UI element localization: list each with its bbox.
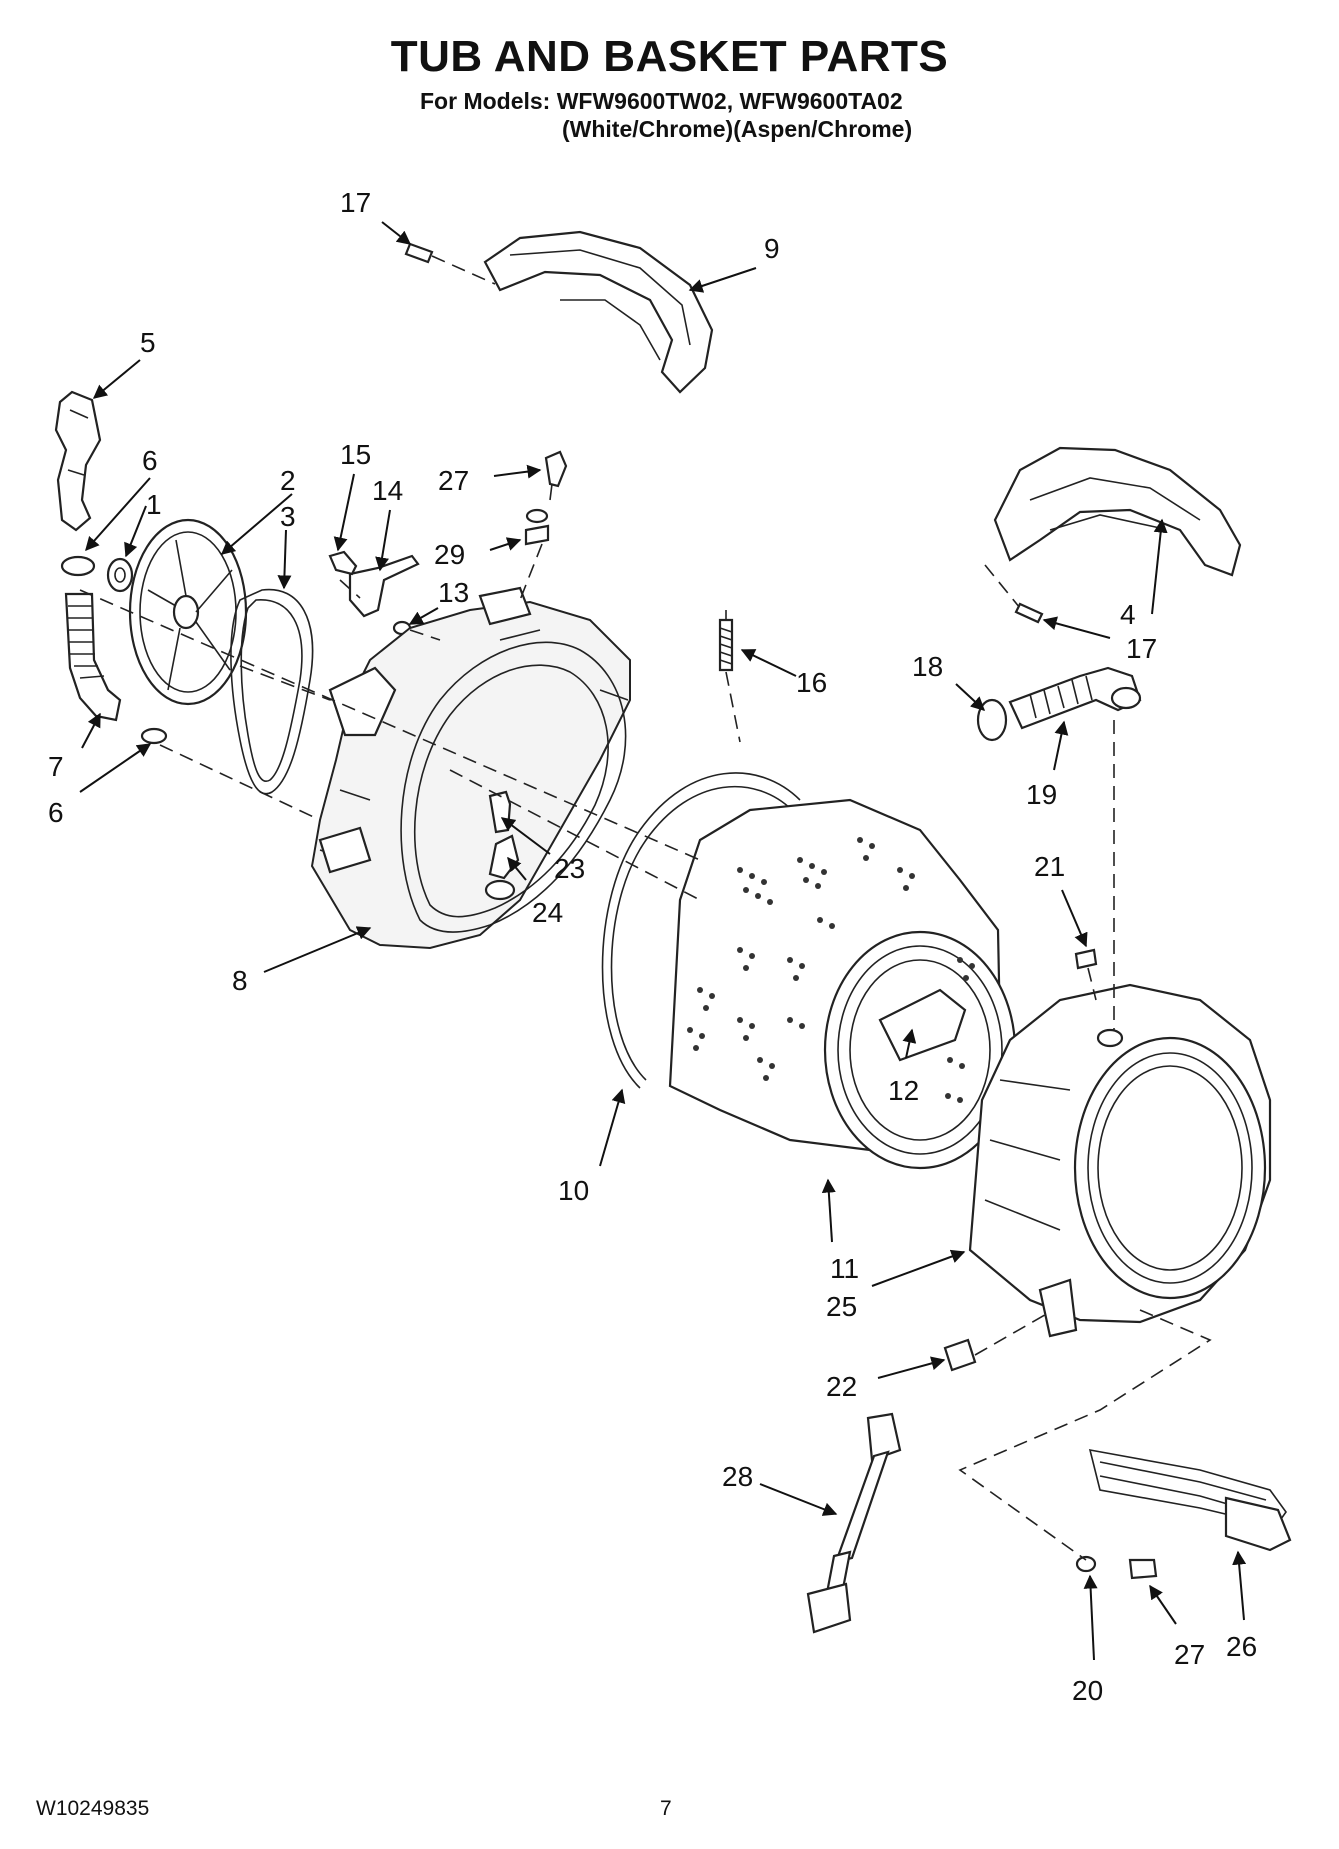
drive-belt-3 (230, 588, 314, 795)
callout-22: 22 (826, 1371, 857, 1402)
leader-arrows (79, 221, 1247, 1661)
callout-23: 23 (554, 853, 585, 884)
callout-18: 18 (912, 651, 943, 682)
gasket-22 (943, 1338, 977, 1372)
centerline-bracket (339, 579, 441, 641)
screw-17-right (984, 564, 1044, 624)
seal-ring-10 (601, 772, 801, 1089)
callout-27b: 27 (1174, 1639, 1205, 1670)
shock-absorber-28 (806, 1412, 902, 1634)
screw-15 (328, 550, 358, 576)
document-number: W10249835 (36, 1797, 150, 1820)
centerline-gasket (974, 1311, 1051, 1356)
bolt-27-top (544, 450, 568, 501)
centerline-belt (239, 665, 331, 701)
callout-5: 5 (140, 327, 156, 358)
callout-24: 24 (532, 897, 563, 928)
pulley-nut-1 (106, 557, 134, 593)
colors-line: (White/Chrome)(Aspen/Chrome) (562, 116, 913, 142)
centerline-clip (1087, 967, 1097, 1001)
centerline-grommet (519, 543, 543, 601)
callout-28: 28 (722, 1461, 753, 1492)
spring-16 (718, 610, 741, 743)
callout-11: 11 (830, 1253, 859, 1284)
rear-tub-8 (310, 586, 631, 950)
callout-7: 7 (48, 751, 64, 782)
clamp-6-upper (60, 555, 96, 577)
heater-26 (1088, 1448, 1292, 1552)
callout-25: 25 (826, 1291, 857, 1322)
clamp-6-lower (140, 727, 168, 745)
callout-14: 14 (372, 475, 403, 506)
models-line: For Models: WFW9600TW02, WFW9600TA02 (420, 88, 903, 114)
clamp-18 (976, 698, 1008, 742)
callout-8: 8 (232, 965, 248, 996)
callout-13: 13 (438, 577, 469, 608)
screw-17-top (404, 242, 496, 285)
basket-11 (668, 798, 1017, 1170)
callout-26: 26 (1226, 1631, 1257, 1662)
counterweight-right (993, 446, 1242, 577)
callout-9: 9 (764, 233, 780, 264)
callout-27a: 27 (438, 465, 469, 496)
callout-labels: 17 9 5 6 1 2 3 15 14 13 27 29 16 17 4 18… (48, 187, 1257, 1706)
callout-6b: 6 (48, 797, 64, 828)
front-tub-25 (968, 983, 1272, 1338)
callout-1: 1 (146, 489, 162, 520)
callout-12: 12 (888, 1075, 919, 1106)
page-number: 7 (660, 1797, 672, 1820)
centerline-heater (958, 1309, 1212, 1561)
clip-21 (1074, 948, 1098, 970)
callout-2: 2 (280, 465, 296, 496)
hose-bracket (54, 390, 102, 532)
callout-19: 19 (1026, 779, 1057, 810)
callout-17b: 17 (1126, 633, 1157, 664)
callout-17a: 17 (340, 187, 371, 218)
bracket-14 (348, 554, 420, 618)
centerline-clamp (159, 744, 321, 821)
bolt-27-bottom (1128, 1558, 1158, 1580)
callout-15: 15 (340, 439, 371, 470)
centerline-shaft (449, 769, 701, 901)
hose-19 (1008, 666, 1142, 730)
grommet-29 (524, 508, 550, 546)
nut-20 (1075, 1555, 1097, 1573)
counterweight-top (483, 230, 714, 394)
page-title: TUB AND BASKET PARTS (390, 32, 949, 81)
callout-6a: 6 (142, 445, 158, 476)
callout-29: 29 (434, 539, 465, 570)
callout-4: 4 (1120, 599, 1136, 630)
callout-21: 21 (1034, 851, 1065, 882)
centerline-hose (79, 589, 701, 861)
callout-3: 3 (280, 501, 296, 532)
callout-20: 20 (1072, 1675, 1103, 1706)
callout-10: 10 (558, 1175, 589, 1206)
callout-16: 16 (796, 667, 827, 698)
drain-hose-7 (64, 592, 122, 722)
